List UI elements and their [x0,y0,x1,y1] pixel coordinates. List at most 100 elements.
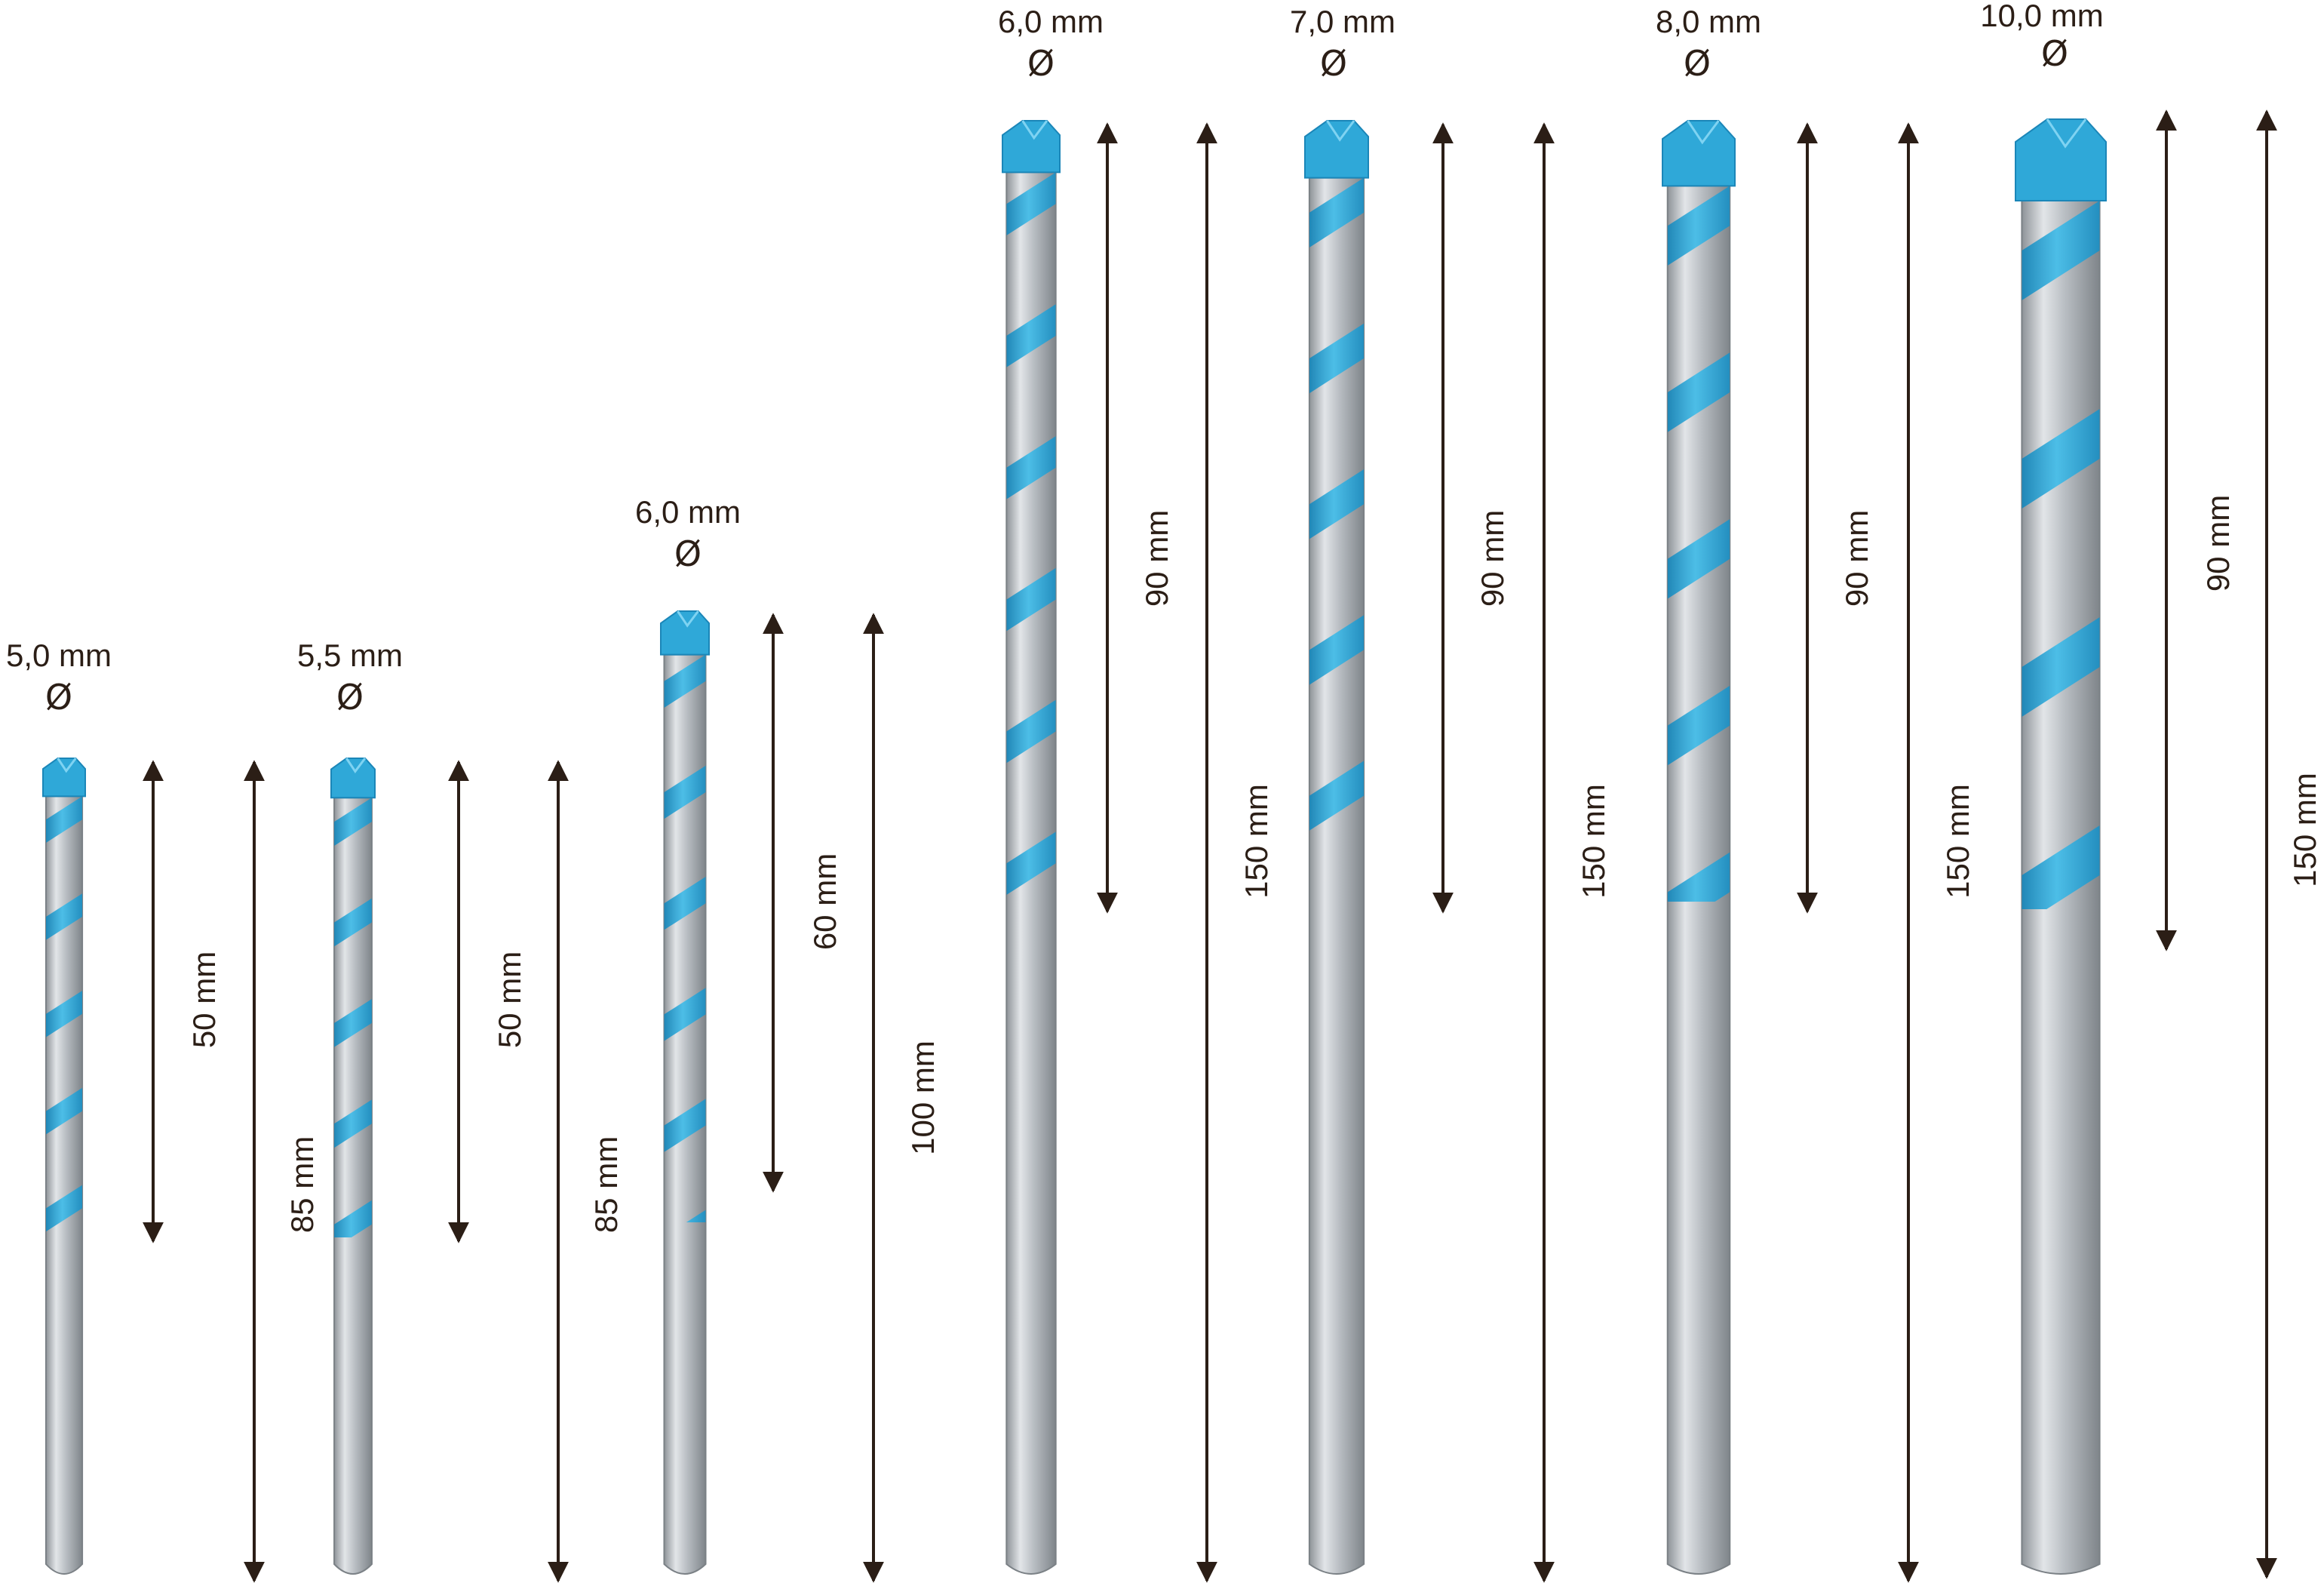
drill-flutes [334,798,372,1237]
bit-2-diameter-symbol: Ø [336,677,364,718]
flute-band [45,1185,83,1232]
drill-flutes [1006,172,1056,895]
drill-tip-facet [1021,120,1048,140]
bit-6-diameter-symbol: Ø [1684,43,1711,84]
drill-tip [2015,118,2107,201]
drill-tip-facet [1687,120,1720,145]
bit-3-diameter-label: 6,0 mm [635,494,741,530]
flute-band [45,893,83,940]
drill-tip [1662,120,1736,187]
drill-tip-facet [1326,120,1355,142]
flute-band [1667,186,1730,266]
drill-tip [660,610,710,656]
bit-4-total-label: 150 mm [1239,784,1274,899]
bit-3-total-label: 100 mm [905,1040,941,1155]
bit-3-drill [660,610,710,1575]
flute-band [334,1099,372,1148]
flute-band [2022,617,2100,717]
bit-5-diameter-label: 7,0 mm [1290,4,1395,39]
drill-tip [1304,120,1369,179]
bit-5-drill [1304,120,1369,1575]
drill-bit-4: 6,0 mm Ø 90 mm 150 mm [998,4,1274,1583]
bit-6-flute-label: 90 mm [1839,510,1874,607]
flute-band [45,991,83,1037]
bit-1-drill [42,758,86,1575]
flute-band [664,654,706,708]
bit-7-diameter-symbol: Ø [2041,33,2068,74]
bit-5-flute-label: 90 mm [1475,510,1510,607]
drill-bit-2: 5,5 mm Ø 50 mm 85 mm [297,638,624,1583]
flute-band [1006,567,1056,632]
bit-5-total-label: 150 mm [1576,784,1611,899]
flute-band [45,1087,83,1135]
bit-2-flute-label: 50 mm [492,951,527,1048]
drill-flutes [2022,201,2100,909]
drill-tip [330,758,376,799]
flute-band [2022,201,2100,300]
drill-flutes [1667,186,1730,902]
flute-band [334,1200,372,1237]
flute-band [664,988,706,1041]
drill-bit-7: 10,0 mm Ø 90 mm 150 mm [1980,0,2322,1579]
bit-2-diameter-label: 5,5 mm [297,638,403,673]
bit-2-total-label: 85 mm [588,1136,624,1233]
drill-flutes [1309,177,1365,831]
drill-bit-3: 6,0 mm Ø 60 mm 100 mm [635,494,941,1583]
flute-band [2022,409,2100,509]
flute-band [1006,304,1056,367]
drill-tip-facet [57,758,77,773]
bit-1-diameter-label: 5,0 mm [6,638,112,673]
flute-band [1006,436,1056,499]
bit-7-drill [2015,118,2107,1575]
bit-3-flute-label: 60 mm [807,853,843,950]
flute-band [686,1209,706,1222]
flute-band [1309,761,1365,831]
drill-tip-facet [345,758,367,773]
flute-band [664,765,706,819]
drill-bit-5: 7,0 mm Ø 90 mm 150 mm [1290,4,1611,1583]
drill-bit-1: 5,0 mm Ø 50 mm 85 mm [6,638,320,1583]
flute-band [1309,469,1365,539]
bit-4-diameter-label: 6,0 mm [998,4,1104,39]
flute-band [664,1099,706,1152]
bit-1-diameter-symbol: Ø [45,677,72,718]
flute-band [1667,685,1730,766]
drill-flutes [45,796,83,1232]
drill-tip [42,758,86,798]
drill-tip [1002,120,1061,174]
bit-3-diameter-symbol: Ø [674,533,701,574]
flute-band [1309,177,1365,247]
flute-band [1006,172,1056,235]
flute-band [2022,825,2100,909]
drill-bit-6: 8,0 mm Ø 90 mm 150 mm [1656,4,1976,1583]
bit-1-total-label: 85 mm [284,1136,320,1233]
flute-band [1309,615,1365,685]
flute-band [1006,699,1056,764]
flute-band [334,798,372,846]
flute-band [1667,852,1730,902]
bit-6-drill [1662,120,1736,1575]
flute-band [1309,323,1365,394]
flute-band [334,898,372,947]
bit-4-drill [1002,120,1061,1575]
flute-band [1006,831,1056,895]
bit-6-total-label: 150 mm [1940,784,1976,899]
bit-7-flute-label: 90 mm [2200,495,2236,592]
bit-4-diameter-symbol: Ø [1027,43,1055,84]
bit-5-diameter-symbol: Ø [1320,43,1347,84]
bit-4-flute-label: 90 mm [1139,510,1174,607]
flute-band [1667,352,1730,432]
drill-flutes [664,654,706,1222]
flute-band [334,999,372,1047]
drill-tip-facet [677,610,699,628]
flute-band [664,877,706,930]
drill-shank [45,795,84,1575]
bit-2-drill [330,758,376,1575]
bit-1-flute-label: 50 mm [186,951,222,1048]
flute-band [45,796,83,843]
bit-7-total-label: 150 mm [2287,773,2322,887]
bit-6-diameter-label: 8,0 mm [1656,4,1761,39]
drill-tip-facet [2046,118,2087,149]
flute-band [1667,519,1730,599]
